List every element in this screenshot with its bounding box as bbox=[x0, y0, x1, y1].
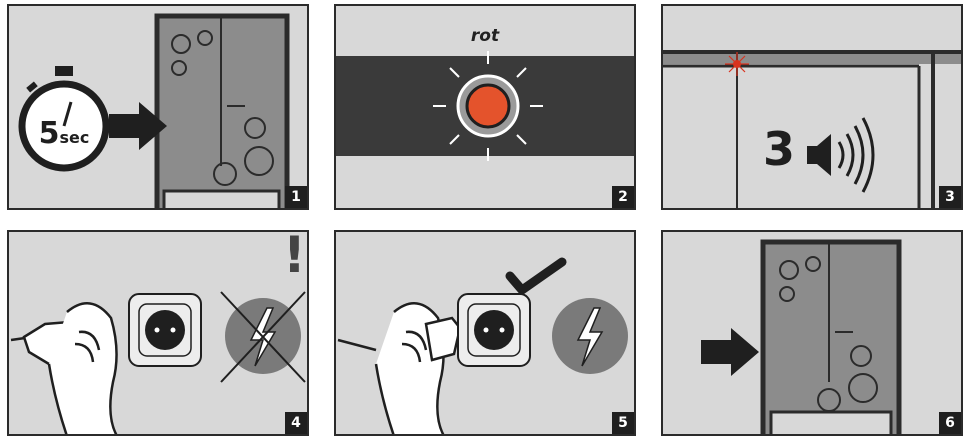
checkmark-icon bbox=[510, 262, 562, 290]
step-number: 6 bbox=[939, 412, 961, 434]
warning-mark: ! bbox=[283, 230, 306, 284]
wall-socket-icon bbox=[458, 294, 530, 366]
timer-unit: sec bbox=[60, 128, 90, 147]
step-3-panel: 3 3 bbox=[661, 4, 963, 210]
wall-panel bbox=[763, 242, 899, 434]
step-4-panel: ! 4 bbox=[7, 230, 309, 436]
step-2-panel: rot 2 bbox=[334, 4, 636, 210]
step-3-illustration bbox=[663, 6, 961, 208]
speaker-icon bbox=[807, 118, 873, 192]
step-number: 3 bbox=[939, 186, 961, 208]
step-number: 2 bbox=[612, 186, 634, 208]
hand-plug-icon bbox=[11, 303, 121, 434]
voltage-icon bbox=[552, 298, 628, 374]
step-6-illustration bbox=[663, 232, 961, 434]
timer-number: 5 bbox=[39, 116, 60, 151]
step-6-panel: 6 bbox=[661, 230, 963, 436]
wall-socket-icon bbox=[129, 294, 201, 366]
step-4-illustration bbox=[9, 232, 307, 434]
timer-readout: 5sec bbox=[21, 116, 107, 151]
step-number: 1 bbox=[285, 186, 307, 208]
step-5-panel: 5 bbox=[334, 230, 636, 436]
hand-plug-icon bbox=[338, 303, 460, 434]
step-number: 5 bbox=[612, 412, 634, 434]
step-1-illustration bbox=[9, 6, 307, 208]
led-color-caption: rot bbox=[336, 26, 634, 46]
no-voltage-icon bbox=[221, 292, 305, 382]
arrow-right-icon bbox=[701, 328, 759, 376]
step-1-panel: 5sec 1 bbox=[7, 4, 309, 210]
step-number: 4 bbox=[285, 412, 307, 434]
beep-count: 3 bbox=[763, 124, 795, 174]
step-5-illustration bbox=[336, 232, 634, 434]
